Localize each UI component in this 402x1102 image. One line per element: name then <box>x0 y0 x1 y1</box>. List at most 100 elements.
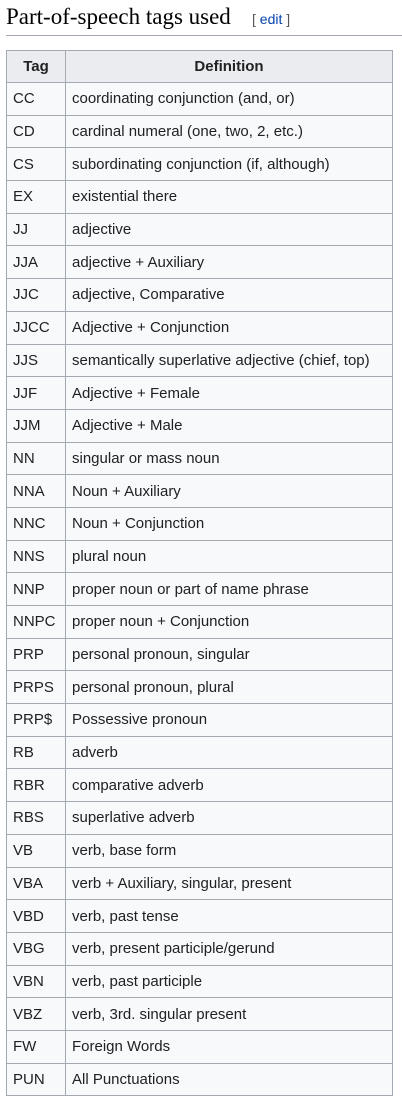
tag-cell: JJ <box>6 212 66 247</box>
definition-cell: adverb <box>65 735 393 770</box>
tag-cell: RB <box>6 735 66 770</box>
tag-cell: RBS <box>6 801 66 835</box>
definition-cell: verb, 3rd. singular present <box>65 997 393 1031</box>
tag-cell: CD <box>6 114 66 149</box>
definition-cell: verb, past participle <box>65 964 393 999</box>
tag-cell: CC <box>6 82 66 116</box>
definition-cell: proper noun or part of name phrase <box>65 572 393 606</box>
tag-cell: JJS <box>6 343 66 378</box>
definition-cell: All Punctuations <box>65 1062 393 1097</box>
tag-cell: NNA <box>6 474 66 508</box>
tag-cell: VB <box>6 833 66 868</box>
definition-cell: plural noun <box>65 539 393 574</box>
tag-cell: JJM <box>6 408 66 443</box>
definition-cell: adjective + Auxiliary <box>65 245 393 280</box>
definition-cell: adjective, Comparative <box>65 278 393 312</box>
tag-cell: JJA <box>6 245 66 280</box>
definition-column-header: Definition <box>65 50 393 83</box>
tag-cell: CS <box>6 147 66 182</box>
tag-cell: NNS <box>6 539 66 574</box>
definition-cell: Foreign Words <box>65 1029 393 1064</box>
definition-cell: coordinating conjunction (and, or) <box>65 82 393 116</box>
definition-cell: superlative adverb <box>65 801 393 835</box>
tag-cell: VBG <box>6 931 66 966</box>
tag-cell: FW <box>6 1029 66 1064</box>
tag-cell: NN <box>6 441 66 476</box>
definition-cell: personal pronoun, plural <box>65 670 393 705</box>
tag-cell: VBA <box>6 866 66 901</box>
tag-cell: NNP <box>6 572 66 606</box>
definition-cell: Adjective + Female <box>65 376 393 410</box>
tag-cell: VBZ <box>6 997 66 1031</box>
definition-cell: verb, past tense <box>65 899 393 933</box>
definition-cell: proper noun + Conjunction <box>65 605 393 639</box>
tag-cell: VBN <box>6 964 66 999</box>
definition-cell: subordinating conjunction (if, although) <box>65 147 393 182</box>
tag-cell: JJC <box>6 278 66 312</box>
section-heading: Part-of-speech tags used [ edit ] <box>6 0 402 36</box>
tag-cell: PRP <box>6 637 66 672</box>
definition-cell: verb, present participle/gerund <box>65 931 393 966</box>
definition-cell: Noun + Auxiliary <box>65 474 393 508</box>
definition-cell: comparative adverb <box>65 768 393 803</box>
tag-cell: RBR <box>6 768 66 803</box>
definition-cell: Possessive pronoun <box>65 703 393 737</box>
definition-cell: singular or mass noun <box>65 441 393 476</box>
definition-cell: verb + Auxiliary, singular, present <box>65 866 393 901</box>
definition-cell: Adjective + Male <box>65 408 393 443</box>
definition-cell: Noun + Conjunction <box>65 506 393 541</box>
tag-cell: NNC <box>6 506 66 541</box>
definition-cell: Adjective + Conjunction <box>65 310 393 345</box>
definition-cell: adjective <box>65 212 393 247</box>
tag-cell: PUN <box>6 1062 66 1097</box>
table-header-row: Tag Definition <box>6 50 393 83</box>
definition-cell: cardinal numeral (one, two, 2, etc.) <box>65 114 393 149</box>
tag-cell: EX <box>6 180 66 214</box>
edit-section: [ edit ] <box>252 11 291 27</box>
tag-cell: NNPC <box>6 605 66 639</box>
tag-cell: JJCC <box>6 310 66 345</box>
tag-cell: PRP$ <box>6 703 66 737</box>
edit-link[interactable]: edit <box>259 11 283 27</box>
tag-cell: VBD <box>6 899 66 933</box>
definition-cell: verb, base form <box>65 833 393 868</box>
tag-column-header: Tag <box>6 50 66 83</box>
table-row: PRP$Possessive pronoun <box>6 703 393 737</box>
definition-cell: semantically superlative adjective (chie… <box>65 343 393 378</box>
section-title: Part-of-speech tags used <box>6 4 231 29</box>
tag-cell: JJF <box>6 376 66 410</box>
tag-cell: PRPS <box>6 670 66 705</box>
